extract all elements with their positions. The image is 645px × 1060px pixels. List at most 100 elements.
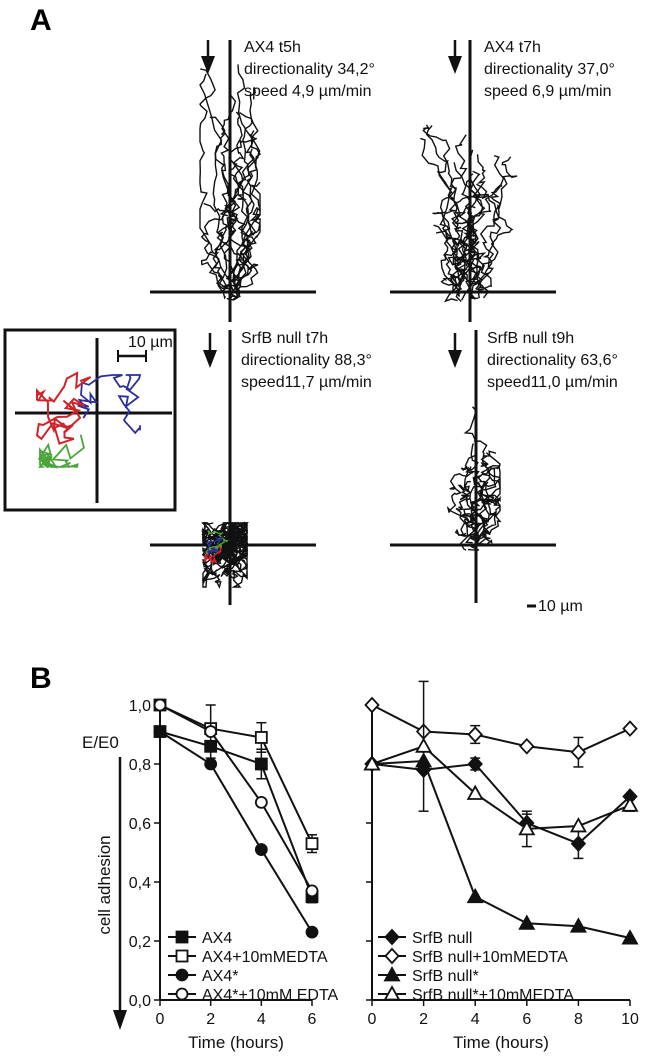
data-point	[254, 795, 268, 809]
data-point	[622, 720, 638, 737]
y-tick-label: 0,2	[129, 934, 151, 951]
panel-b-letter: B	[30, 662, 52, 695]
plot-title: AX4 t5h	[244, 39, 301, 56]
y-tick-label: 0,4	[129, 875, 151, 892]
cell-track	[475, 464, 501, 547]
legend-label: SrfB null+10mMEDTA	[412, 949, 568, 966]
series-line	[371, 762, 631, 845]
x-tick-label: 0	[368, 1011, 377, 1028]
x-tick-label: 10	[621, 1011, 639, 1028]
cell-tracks	[200, 521, 250, 589]
x-tick-label: 4	[257, 1011, 266, 1028]
data-point	[254, 757, 268, 771]
data-point	[254, 731, 268, 744]
cell-track	[469, 452, 501, 539]
data-point	[467, 755, 483, 773]
data-point	[569, 917, 587, 933]
series-srfb-null	[364, 755, 638, 860]
x-axis-title: Time (hours)	[453, 1033, 549, 1052]
cell-track	[454, 183, 503, 285]
data-point	[204, 725, 218, 738]
legend-label: AX4	[202, 930, 232, 947]
panel-a-letter: A	[30, 4, 52, 37]
series-ax4	[153, 725, 319, 904]
colored-track-red	[203, 545, 222, 564]
cell-track	[454, 170, 481, 302]
cell-track	[466, 443, 490, 539]
data-point	[570, 835, 587, 852]
x-axis-title: Time (hours)	[188, 1033, 284, 1052]
cell-track	[422, 124, 458, 289]
y-tick-label: 0,6	[129, 816, 151, 833]
x-tick-label: 0	[156, 1011, 165, 1028]
speed-label: speed11,0 µm/min	[487, 374, 618, 391]
series-srfb-null-10mmedta	[363, 680, 639, 848]
track-plot-srfb-t7h: SrfB null t7h directionality 88,3° speed…	[150, 330, 372, 605]
data-point	[363, 755, 381, 771]
cell-track	[235, 148, 258, 293]
series-ax4-	[153, 725, 319, 939]
track-plot-ax4-t7h: AX4 t7h directionality 37,0° speed 6,9 µ…	[390, 39, 615, 322]
data-point	[467, 726, 483, 743]
data-point	[153, 698, 167, 712]
cell-track	[426, 125, 462, 285]
cell-track	[228, 163, 259, 299]
track-plot-srfb-t9h: SrfB null t9h directionality 63,6° speed…	[390, 330, 618, 603]
speed-label: speed 6,9 µm/min	[484, 83, 612, 100]
series-ax4-10mm-edta	[153, 698, 319, 898]
data-point	[305, 837, 319, 851]
track-plot-ax4-t5h: AX4 t5h directionality 34,2° speed 4,9 µ…	[150, 39, 375, 322]
cell-track	[453, 205, 484, 299]
legend-marker	[175, 930, 189, 944]
cell-track	[475, 468, 502, 546]
series-srfb-null-10mmedta	[364, 696, 638, 768]
cell-track	[454, 476, 483, 538]
cell-track	[482, 156, 518, 299]
data-point	[569, 817, 587, 833]
scale-label: 10 µm	[538, 598, 583, 615]
data-point	[415, 737, 433, 753]
inset-scale-label: 10 µm	[128, 334, 173, 351]
directionality-label: directionality 63,6°	[487, 352, 618, 369]
data-point	[204, 757, 218, 771]
data-point	[466, 784, 484, 800]
data-point	[254, 843, 268, 856]
plot-title: SrfB null t9h	[487, 330, 574, 347]
x-tick-label: 2	[419, 1011, 428, 1028]
series-srfb-null-	[363, 752, 639, 945]
y-axis-arrow-icon	[113, 757, 127, 1030]
data-point	[466, 887, 484, 904]
y-axis-title: cell adhesion	[95, 835, 114, 934]
speed-label: speed 4,9 µm/min	[244, 83, 372, 100]
y-tick-label: 0,0	[129, 993, 151, 1010]
y-tick-label: 1,0	[129, 698, 151, 715]
data-point	[519, 737, 535, 755]
data-point	[305, 925, 319, 939]
y-tick-label: 0,8	[129, 757, 151, 774]
cell-track	[223, 522, 249, 558]
data-point	[305, 884, 319, 898]
data-point	[153, 725, 167, 738]
cell-track	[449, 134, 483, 290]
cell-tracks	[420, 124, 518, 303]
legend-marker	[384, 947, 400, 965]
cell-tracks	[199, 64, 262, 301]
legend-label: SrfB null*+10mMEDTA	[412, 987, 574, 1004]
directionality-label: directionality 88,3°	[241, 352, 372, 369]
cell-track	[435, 230, 484, 300]
series-line	[159, 730, 313, 898]
colored-tracks	[203, 529, 229, 564]
speed-label: speed11,7 µm/min	[241, 374, 372, 391]
down-arrow-icon	[448, 333, 462, 368]
directionality-label: directionality 34,2°	[244, 61, 375, 78]
inset-frame	[3, 328, 177, 512]
down-arrow-icon	[448, 40, 462, 74]
plot-title: AX4 t7h	[484, 39, 541, 56]
cell-tracks	[446, 406, 502, 551]
series-ax4-10mmedta	[153, 698, 319, 854]
legend-marker	[175, 949, 189, 963]
inset-track-green	[37, 434, 86, 469]
